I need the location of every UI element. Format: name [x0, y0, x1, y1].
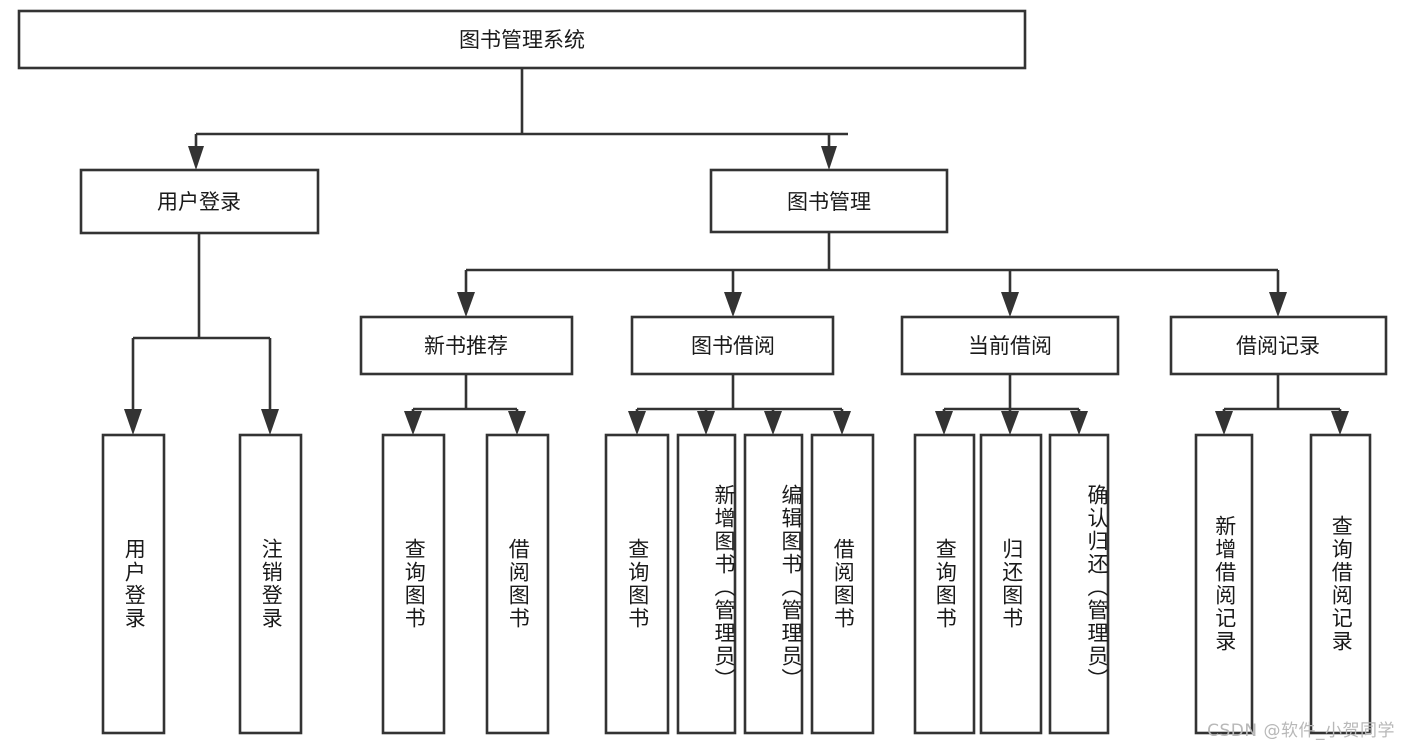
leaf-query-book-newbook[interactable] — [381, 433, 446, 735]
connector-newbook-to-leaves — [404, 375, 526, 435]
node-book-management-label: 图书管理 — [787, 190, 871, 214]
leaf-return-book[interactable] — [979, 433, 1043, 735]
leaf-borrow-book-newbook[interactable] — [485, 433, 550, 735]
leaf-query-book-borrow[interactable] — [604, 433, 670, 735]
node-borrow-record[interactable] — [1169, 315, 1388, 376]
node-borrow-record-label: 借阅记录 — [1236, 334, 1320, 358]
node-new-book-recommend[interactable] — [359, 315, 574, 376]
leaf-add-borrow-record[interactable] — [1194, 433, 1254, 735]
node-user-login-label: 用户登录 — [157, 190, 241, 214]
node-user-login[interactable] — [79, 168, 320, 235]
node-book-management[interactable] — [709, 168, 949, 234]
node-root-label: 图书管理系统 — [459, 28, 585, 52]
csdn-watermark: CSDN @软件_小贺同学 — [1207, 721, 1395, 741]
connector-bookborrow-to-leaves — [628, 375, 851, 435]
leaf-query-book-current[interactable] — [913, 433, 976, 735]
leaf-query-borrow-record[interactable] — [1309, 433, 1372, 735]
connector-currentborrow-to-leaves — [935, 375, 1088, 435]
node-book-borrow-label: 图书借阅 — [691, 334, 775, 358]
connector-userlogin-to-leaves — [124, 233, 279, 435]
leaf-edit-book-admin[interactable] — [743, 433, 804, 735]
leaf-user-login[interactable] — [101, 433, 166, 735]
node-current-borrow[interactable] — [900, 315, 1120, 376]
node-root-book-management-system[interactable] — [17, 9, 1027, 70]
leaf-logout[interactable] — [238, 433, 303, 735]
node-book-borrow[interactable] — [630, 315, 835, 376]
node-current-borrow-label: 当前借阅 — [968, 334, 1052, 358]
connector-root-to-level2 — [188, 68, 848, 170]
node-new-book-recommend-label: 新书推荐 — [424, 334, 508, 358]
leaf-confirm-return-admin[interactable] — [1048, 433, 1110, 735]
leaf-add-book-admin[interactable] — [676, 433, 737, 735]
leaf-borrow-book[interactable] — [810, 433, 875, 735]
connector-bookmgmt-to-level3 — [457, 232, 1287, 317]
connector-borrowrecord-to-leaves — [1215, 375, 1349, 435]
